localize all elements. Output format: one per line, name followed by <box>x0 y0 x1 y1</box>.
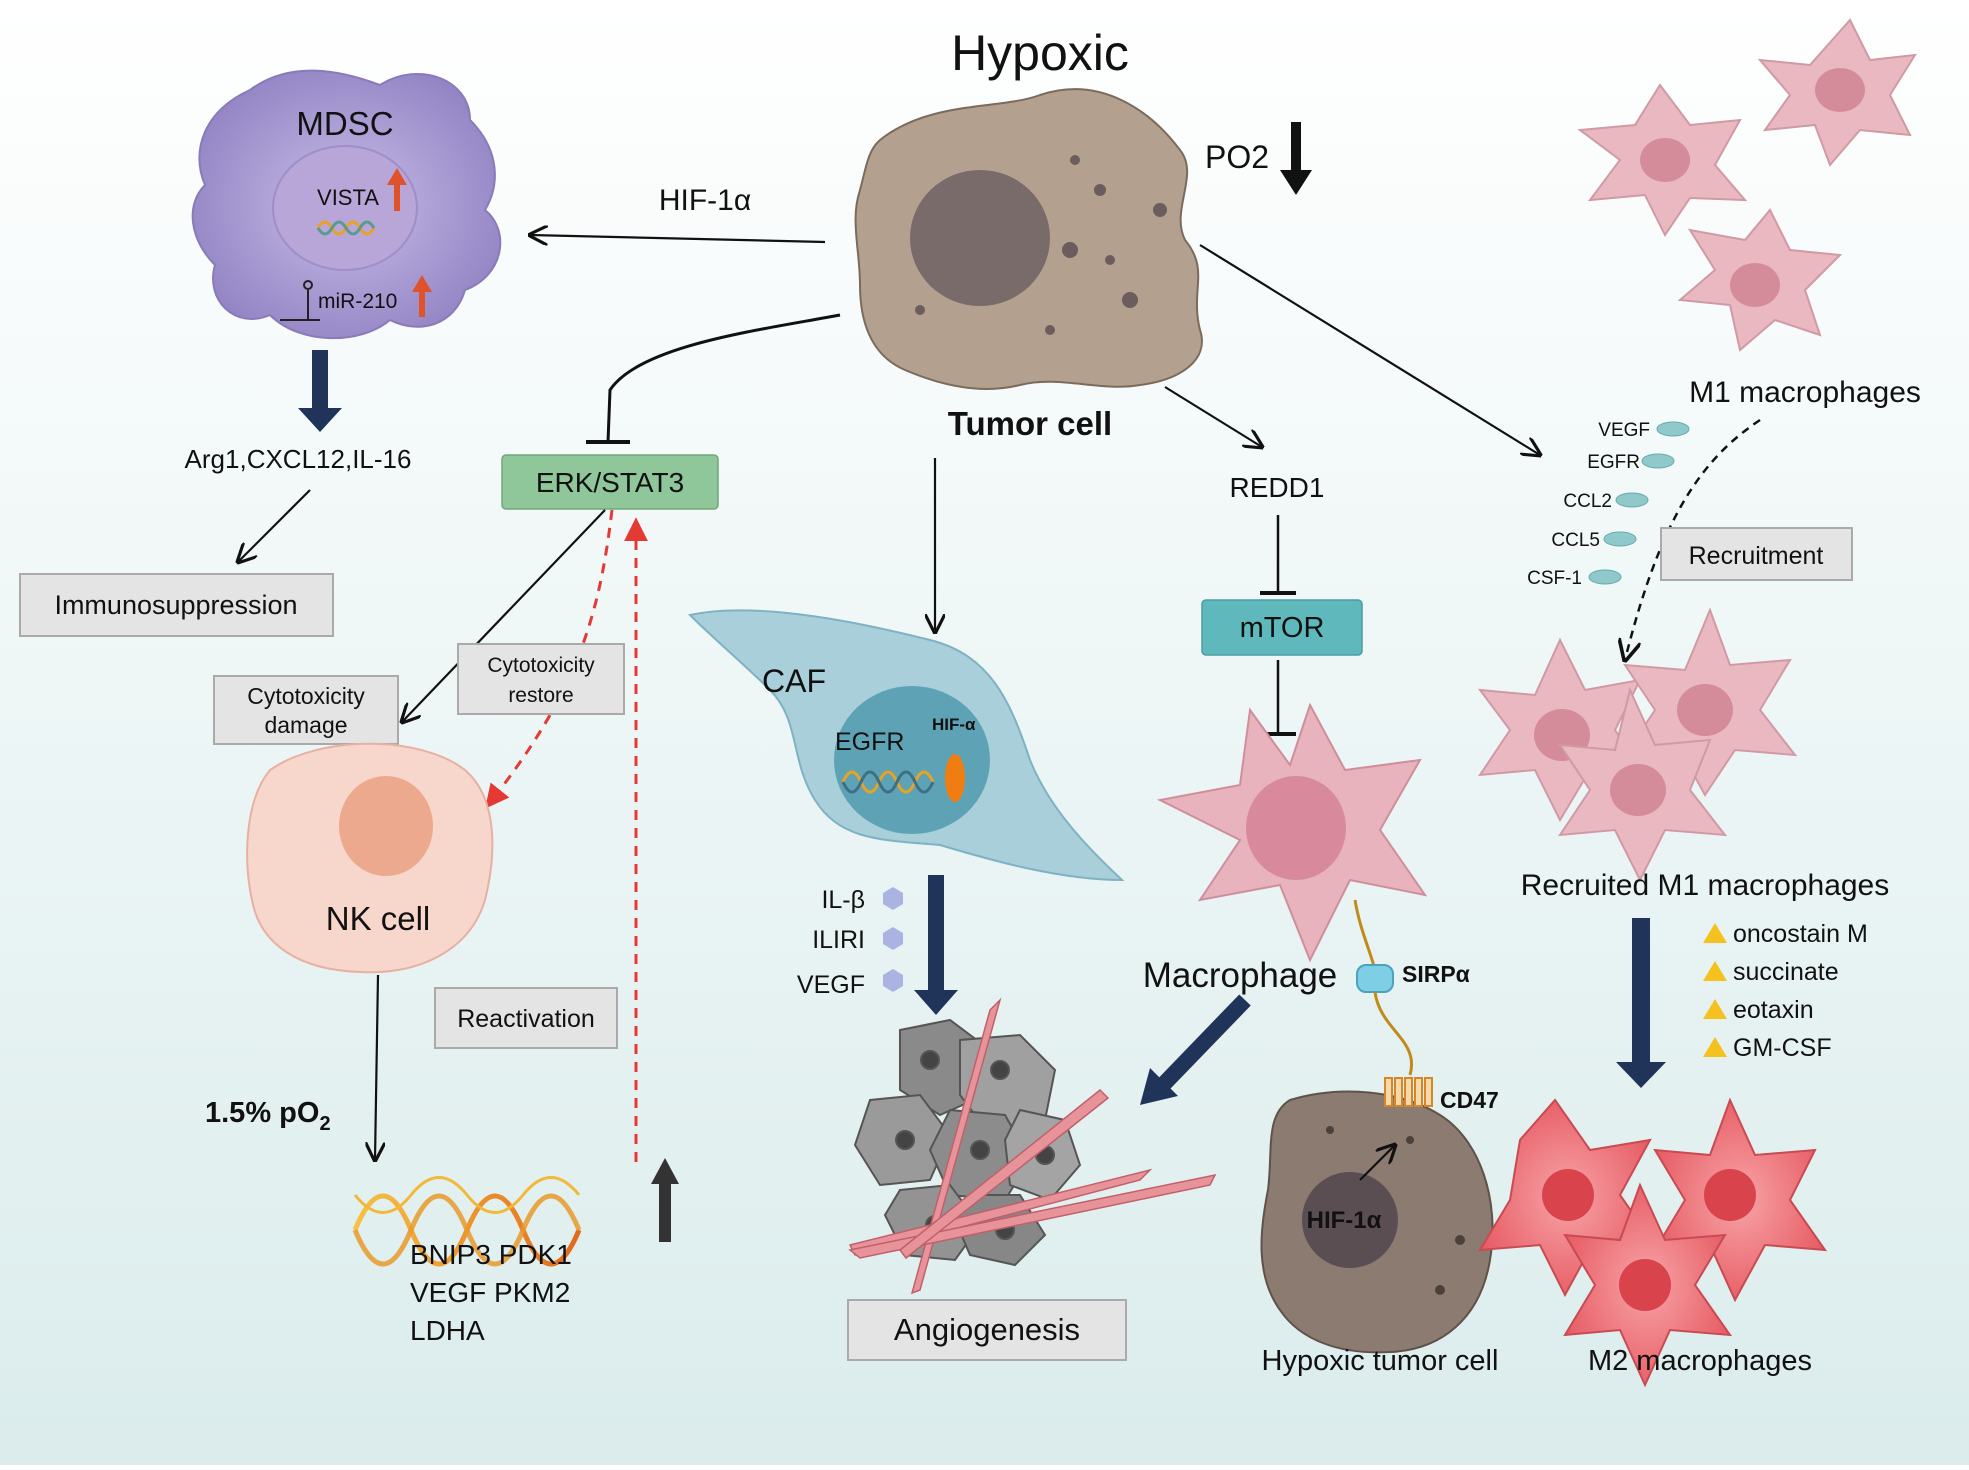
m2-factor-4: GM-CSF <box>1733 1034 1832 1062</box>
vista-label: VISTA <box>317 185 379 210</box>
po2-down-arrow <box>1280 122 1312 195</box>
cytotoxicity-restore-line2: restore <box>508 684 573 707</box>
m1-factor-3: CCL2 <box>1563 491 1612 512</box>
caf-factor-hexagon-icons <box>883 887 903 992</box>
vista-dna-helix-icon <box>316 220 376 236</box>
inhibit-tumor-erk <box>606 313 841 443</box>
mir210-label: miR-210 <box>318 290 397 313</box>
arrow-erk-nk <box>402 509 606 722</box>
po2-condition-label: 1.5% pO2 <box>205 1097 331 1135</box>
erk-stat3-label: ERK/STAT3 <box>536 467 684 498</box>
caf-hif-label: HIF-α <box>932 715 976 734</box>
mdsc-products: Arg1,CXCL12,IL-16 <box>185 444 412 474</box>
genes-up-arrow <box>651 1158 679 1242</box>
m1-factor-4: CCL5 <box>1551 530 1600 551</box>
caf-dna-helix-icon <box>841 770 935 794</box>
cytotoxicity-restore-line1: Cytotoxicity <box>487 654 595 677</box>
hypoxic-tumor-hif-label: HIF-1α <box>1307 1207 1382 1234</box>
dashed-arrow-recruitment <box>1625 418 1761 660</box>
recruitment-box <box>1660 527 1853 581</box>
macrophage-to-angiogenesis-arrow-head <box>1140 1068 1178 1105</box>
blood-vessel-strands <box>848 997 1217 1295</box>
m1-factor-5: CSF-1 <box>1527 568 1582 589</box>
cytotoxicity-restore-box <box>457 643 625 715</box>
mdsc-down-arrow <box>298 350 342 432</box>
m2-label: M2 macrophages <box>1588 1345 1812 1377</box>
mir210-up-arrow <box>412 275 432 317</box>
sirpa-cd47-link <box>1373 991 1414 1076</box>
cd47-label: CD47 <box>1440 1087 1499 1113</box>
arrow-hif-cd47 <box>1359 1145 1395 1181</box>
immunosuppression-box <box>19 573 334 637</box>
m2-factor-3: eotaxin <box>1733 996 1814 1024</box>
mdsc-cell <box>191 69 502 340</box>
angiogenesis-box <box>847 1299 1127 1361</box>
gene-line-2: VEGF PKM2 <box>410 1277 570 1308</box>
caf-factor-1: IL-β <box>821 886 865 914</box>
mtor-box <box>1201 599 1363 656</box>
cd47-receptor-icon <box>1384 1077 1433 1107</box>
arrow-nk-genes <box>375 974 378 1160</box>
title-hypoxic: Hypoxic <box>951 25 1129 81</box>
tumor-cell-label: Tumor cell <box>948 405 1112 442</box>
reactivation-label: Reactivation <box>457 1005 595 1033</box>
tumor-cell <box>854 88 1203 391</box>
nk-gene-helix-icon <box>352 1176 582 1267</box>
macrophage-cell <box>1156 702 1428 963</box>
cytotoxicity-damage-box <box>213 675 399 745</box>
mdsc-label: MDSC <box>296 105 393 142</box>
caf-hif-protein-icon <box>945 754 965 802</box>
reactivation-box <box>434 987 618 1049</box>
nk-cell-label: NK cell <box>326 900 431 937</box>
cytotoxicity-damage-line2: damage <box>264 712 347 738</box>
arrow-products-immunosuppression <box>238 489 311 562</box>
m1-factor-1: VEGF <box>1598 420 1650 441</box>
mir210-hairpin-icon <box>280 280 320 321</box>
hypoxic-tumor-cell-label: Hypoxic tumor cell <box>1262 1345 1499 1377</box>
cytotoxicity-damage-line1: Cytotoxicity <box>247 683 365 709</box>
m2-factor-2: succinate <box>1733 958 1839 986</box>
m2-macrophage-group <box>1478 1097 1828 1388</box>
caf-label: CAF <box>762 663 826 699</box>
m1-factor-2: EGFR <box>1587 452 1640 473</box>
m2-factor-triangle-icons <box>1703 923 1727 1057</box>
macrophage-label: Macrophage <box>1143 956 1338 995</box>
hypoxic-tumor-cell <box>1260 1090 1494 1354</box>
m1-label: M1 macrophages <box>1689 376 1921 409</box>
m2-factor-1: oncostain M <box>1733 920 1868 948</box>
m1-to-m2-down-arrow <box>1616 918 1666 1088</box>
nk-cell <box>246 742 494 974</box>
caf-egfr-label: EGFR <box>835 728 904 756</box>
immunosuppression-label: Immunosuppression <box>54 590 297 620</box>
angiogenesis-label: Angiogenesis <box>894 1312 1080 1347</box>
gene-line-1: BNIP3 PDK1 <box>410 1239 572 1270</box>
arrow-tumor-redd1 <box>1164 386 1262 447</box>
macrophage-to-angiogenesis-arrow-shaft <box>1154 994 1251 1094</box>
recruited-m1-label: Recruited M1 macrophages <box>1521 869 1890 902</box>
sirpa-receptor-icon <box>1356 964 1394 993</box>
angiogenesis-cell-cluster <box>853 1018 1082 1267</box>
vista-up-arrow <box>387 168 407 211</box>
recruited-m1-macrophage-group <box>1477 607 1798 883</box>
recruitment-label: Recruitment <box>1689 542 1824 570</box>
caf-factor-2: ILIRI <box>812 926 865 954</box>
po2-label: PO2 <box>1205 139 1269 175</box>
caf-down-arrow <box>914 875 958 1015</box>
mtor-label: mTOR <box>1240 612 1325 644</box>
redd1-label: REDD1 <box>1230 472 1325 503</box>
caf-factor-3: VEGF <box>797 971 865 999</box>
sirpa-label: SIRPα <box>1402 961 1470 987</box>
arrow-tumor-mdsc <box>530 235 826 242</box>
m1-macrophage-group <box>1577 18 1917 352</box>
hif-label: HIF-1α <box>659 184 751 217</box>
gene-line-3: LDHA <box>410 1315 485 1346</box>
arrow-tumor-m1-recruitment <box>1199 244 1540 455</box>
m1-factor-oval-icons <box>1588 421 1690 585</box>
erk-stat3-box <box>501 454 719 510</box>
